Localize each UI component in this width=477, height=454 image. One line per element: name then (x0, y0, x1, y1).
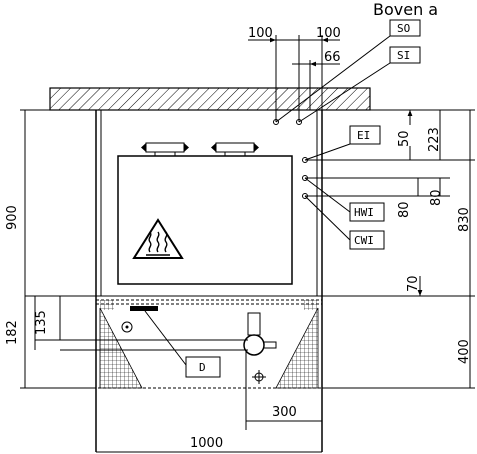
dim-135: 135 (34, 310, 49, 335)
bottom-dimensions (96, 350, 322, 453)
dim-223: 223 (427, 127, 442, 152)
label-hwi-text: HWI (354, 206, 374, 219)
boiler-body (117, 155, 293, 285)
top-dimensions (248, 35, 340, 122)
dim-400: 400 (457, 339, 472, 364)
dim-80-left: 80 (397, 201, 412, 218)
drawing-title: Boven a (373, 0, 438, 19)
label-so-text: SO (397, 22, 410, 35)
countertop (49, 87, 371, 111)
top-fitting-left (141, 142, 189, 156)
dim-1000: 1000 (190, 436, 223, 451)
label-ei-text: EI (357, 129, 370, 142)
dim-300: 300 (272, 405, 297, 420)
connection-points (273, 119, 308, 199)
label-ei (304, 125, 381, 161)
label-cwi-text: CWI (354, 234, 374, 247)
dim-70: 70 (406, 275, 421, 292)
dim-80-right: 80 (429, 189, 444, 206)
cabinet-outline (95, 110, 323, 452)
dim-66: 66 (324, 50, 341, 65)
dim-50: 50 (397, 130, 412, 147)
dim-100-left: 100 (248, 26, 273, 41)
right-dimensions (305, 109, 475, 389)
top-fitting-right (211, 142, 259, 156)
hot-surface-warning-icon (132, 218, 184, 259)
dim-100-right: 100 (316, 26, 341, 41)
plinth-area (95, 299, 323, 389)
dim-182: 182 (5, 320, 20, 345)
drain-valve (121, 321, 133, 333)
drain-pipe (60, 312, 277, 356)
foot-marker (252, 370, 266, 384)
dim-830: 830 (457, 207, 472, 232)
label-cwi (304, 195, 385, 250)
label-d-text: D (199, 361, 206, 374)
left-dimensions (20, 109, 96, 389)
label-d (144, 310, 221, 378)
drain-bar (130, 306, 158, 311)
label-hwi (304, 177, 385, 222)
dim-900: 900 (5, 205, 20, 230)
label-si (298, 46, 421, 123)
label-so (275, 19, 421, 123)
label-si-text: SI (397, 49, 410, 62)
